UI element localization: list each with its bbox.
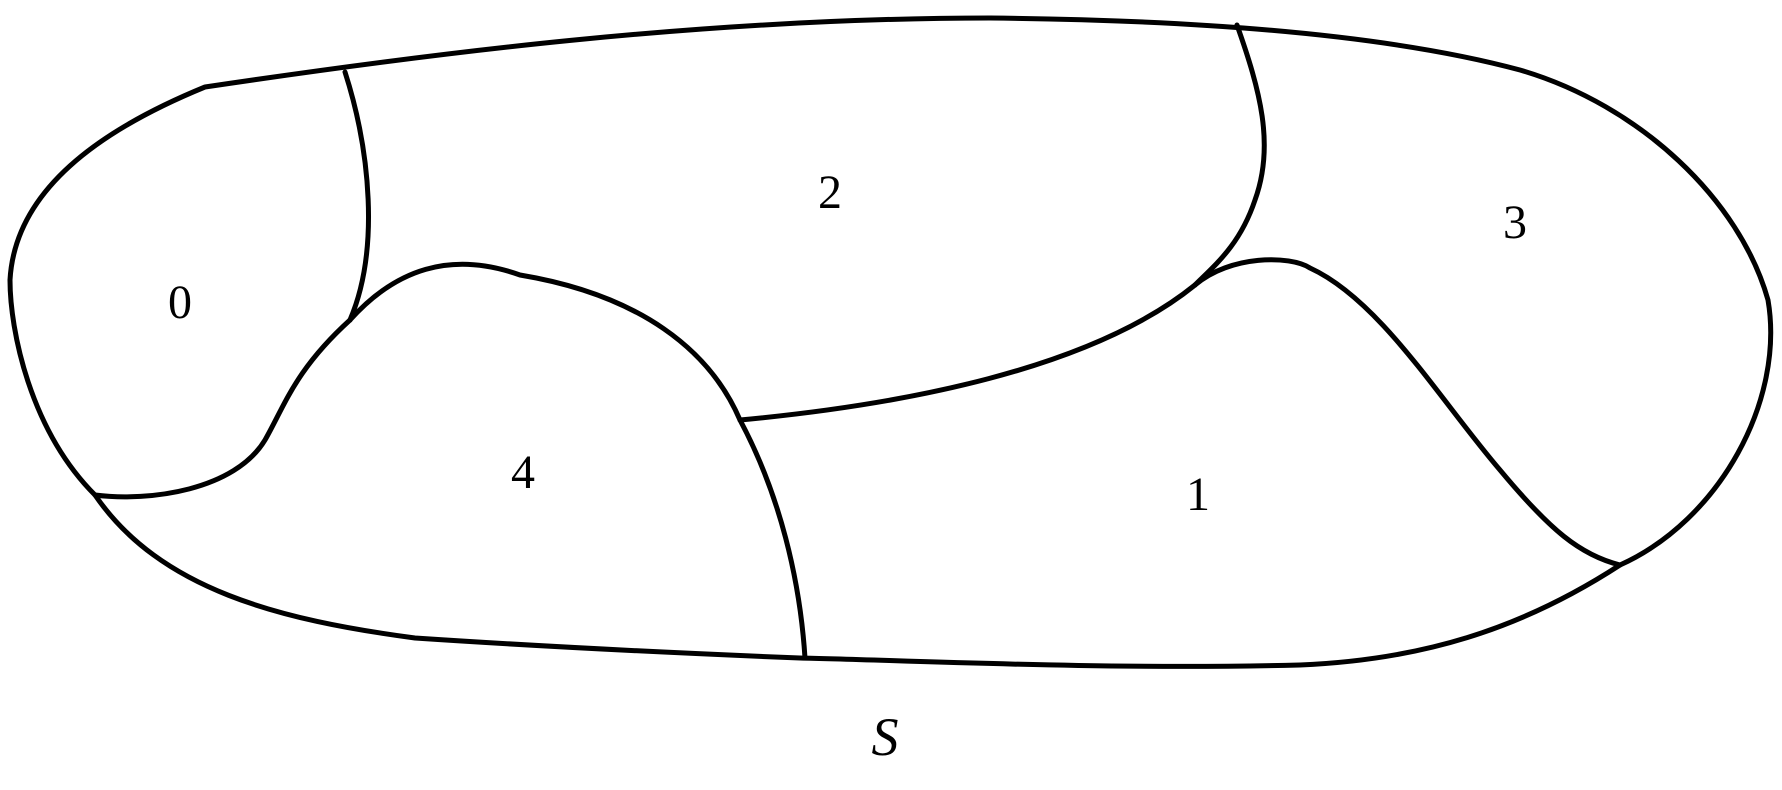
boundary-4-1 [737,417,808,661]
boundary-0-2 [342,69,371,323]
region-label-1: 1 [1186,468,1210,521]
boundary-1-3 [1192,257,1623,568]
region-label-0: 0 [168,276,192,329]
set-outline [7,15,1774,669]
region-label-2: 2 [818,166,842,219]
boundary-4-2 [347,261,743,423]
set-label: S [872,707,899,767]
region-label-3: 3 [1503,196,1527,249]
region-label-4: 4 [511,446,535,499]
boundary-2-1 [737,282,1198,423]
boundary-0-4 [92,317,353,500]
boundary-2-3 [1192,22,1267,288]
